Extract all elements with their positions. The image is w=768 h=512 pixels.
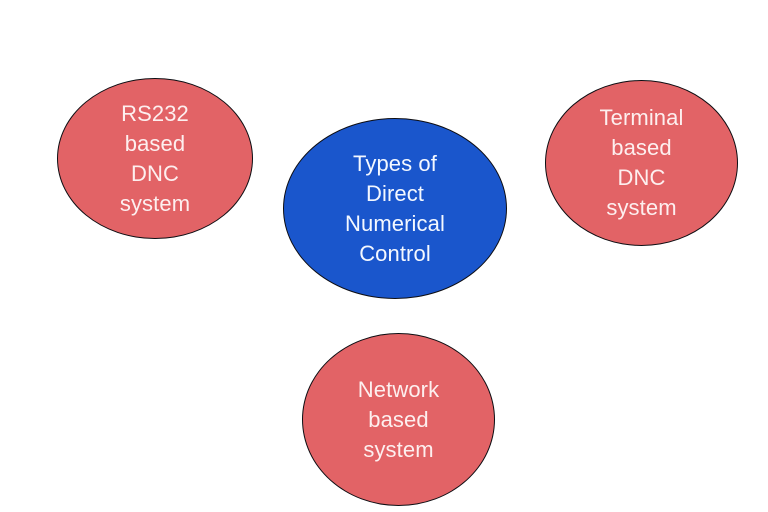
node-center-line-3: Numerical [345,210,445,236]
node-types-of-direct-numerical-control[interactable]: Types of Direct Numerical Control [283,118,507,299]
node-network-line-2: based [368,406,429,432]
node-rs232-line-2: based [124,130,186,156]
node-terminal-line-1: Terminal [599,105,684,130]
node-center-line-1: Types of [353,150,437,176]
node-rs232-line-1: RS232 [121,100,189,126]
node-rs232-based-dnc-system[interactable]: RS232 based DNC system [57,78,253,239]
node-center-line-2: Direct [365,180,425,206]
node-network-line-1: Network [357,376,440,402]
node-network-based-system[interactable]: Network based system [302,333,495,506]
node-network-line-3: system [363,436,434,462]
node-terminal-line-4: system [606,195,677,220]
node-rs232-line-4: system [119,190,191,216]
node-center-line-4: Control [359,240,431,266]
node-rs232-line-3: DNC [131,160,179,186]
node-terminal-based-dnc-system[interactable]: Terminal based DNC system [545,80,738,246]
node-terminal-line-2: based [611,135,672,160]
node-terminal-line-3: DNC [617,165,666,190]
